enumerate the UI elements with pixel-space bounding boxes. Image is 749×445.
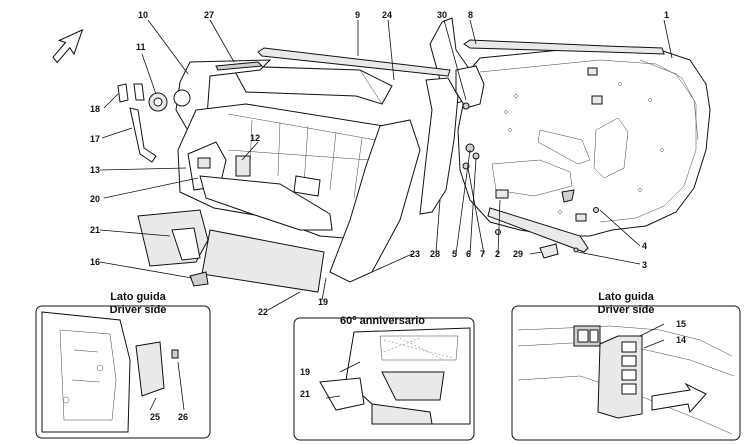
callout-18: 18 (90, 104, 100, 114)
callout-1: 1 (664, 10, 669, 20)
callout-28: 28 (430, 249, 440, 259)
inset-right-driver-side (511, 305, 741, 441)
callout-21: 21 (90, 225, 100, 235)
side-panel (329, 119, 421, 283)
callout-2: 2 (495, 249, 500, 259)
callout-25: 25 (150, 412, 160, 422)
inset-center-60-anniversario (293, 317, 475, 441)
callout-19: 19 (318, 297, 328, 307)
callout-26: 26 (178, 412, 188, 422)
inset-left-title-en: Driver side (110, 304, 167, 316)
long-seal (419, 77, 459, 215)
callout-7: 7 (480, 249, 485, 259)
door-hardware (462, 143, 599, 259)
callout-23: 23 (410, 249, 420, 259)
inner-trim-strip (231, 65, 393, 105)
inset-left-title-it: Lato guida (110, 291, 166, 303)
inset-right-title-en: Driver side (598, 304, 655, 316)
callout-20: 20 (90, 194, 100, 204)
door-panel-main (177, 103, 397, 239)
callout-22: 22 (258, 307, 268, 317)
inset-center-title: 60o anniversario (340, 315, 425, 327)
callout-30: 30 (437, 10, 447, 20)
callout-11: 11 (136, 42, 146, 52)
callout-19-inset: 19 (300, 367, 310, 377)
bottom-sill-strip (487, 207, 589, 253)
callout-29: 29 (513, 249, 523, 259)
main-callouts: 1 8 30 24 9 27 10 11 18 17 12 13 20 21 1… (90, 10, 669, 317)
door-handle (117, 83, 157, 163)
clip-part (189, 271, 209, 287)
inset-right-title-it: Lato guida (598, 291, 654, 303)
callout-8: 8 (468, 10, 473, 20)
callout-4: 4 (642, 241, 647, 251)
callout-12: 12 (250, 133, 260, 143)
lower-panel (201, 229, 325, 293)
speaker (148, 92, 168, 112)
callout-13: 13 (90, 165, 100, 175)
callout-15: 15 (676, 319, 686, 329)
upper-trim-strip (257, 47, 451, 77)
inset-left-driver-side (35, 305, 211, 439)
callout-14: 14 (676, 335, 686, 345)
callout-5: 5 (452, 249, 457, 259)
callout-6: 6 (466, 249, 471, 259)
callout-21-inset: 21 (300, 389, 310, 399)
callout-3: 3 (642, 260, 647, 270)
leader-lines (99, 19, 673, 311)
callout-9: 9 (355, 10, 360, 20)
callout-24: 24 (382, 10, 392, 20)
direction-arrow-top-left (52, 28, 84, 64)
callout-16: 16 (90, 257, 100, 267)
door-pocket (137, 209, 209, 267)
callout-27: 27 (204, 10, 214, 20)
callout-17: 17 (90, 134, 100, 144)
callout-10: 10 (138, 10, 148, 20)
top-seal-strip (463, 39, 665, 55)
